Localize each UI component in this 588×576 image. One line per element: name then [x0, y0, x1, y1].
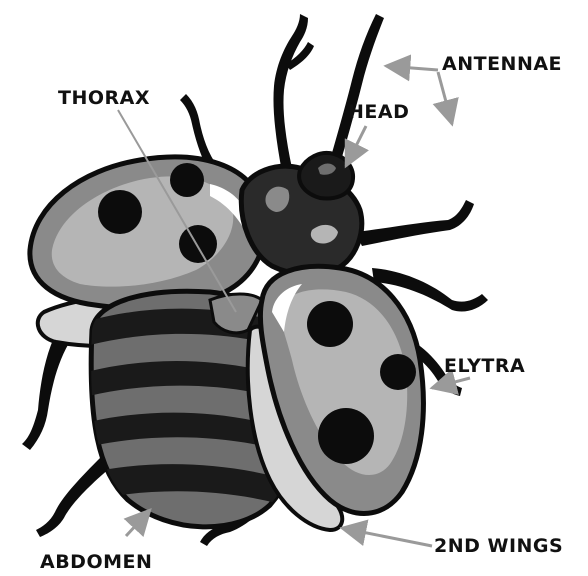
pointer-abdomen: [126, 510, 150, 536]
spot: [380, 354, 416, 390]
spot: [307, 301, 353, 347]
label-abdomen: ABDOMEN: [40, 551, 152, 573]
pointer-antennae-2: [438, 72, 452, 124]
elytron-right: [248, 266, 424, 530]
label-head: HEAD: [348, 101, 409, 123]
head: [299, 153, 353, 199]
spot: [179, 225, 217, 263]
leg-right-upper: [355, 200, 474, 246]
label-second-wings: 2ND WINGS: [434, 535, 563, 557]
label-elytra: ELYTRA: [444, 355, 525, 377]
pointer-antennae-1: [386, 66, 438, 70]
spot: [98, 190, 142, 234]
leg-left-lower: [36, 458, 110, 537]
antenna-left: [273, 14, 308, 172]
antennae: [273, 14, 384, 172]
label-thorax: THORAX: [58, 87, 150, 109]
spot: [318, 408, 374, 464]
pointer-second-wings: [342, 528, 432, 546]
spot: [170, 163, 204, 197]
label-antennae: ANTENNAE: [442, 53, 562, 75]
